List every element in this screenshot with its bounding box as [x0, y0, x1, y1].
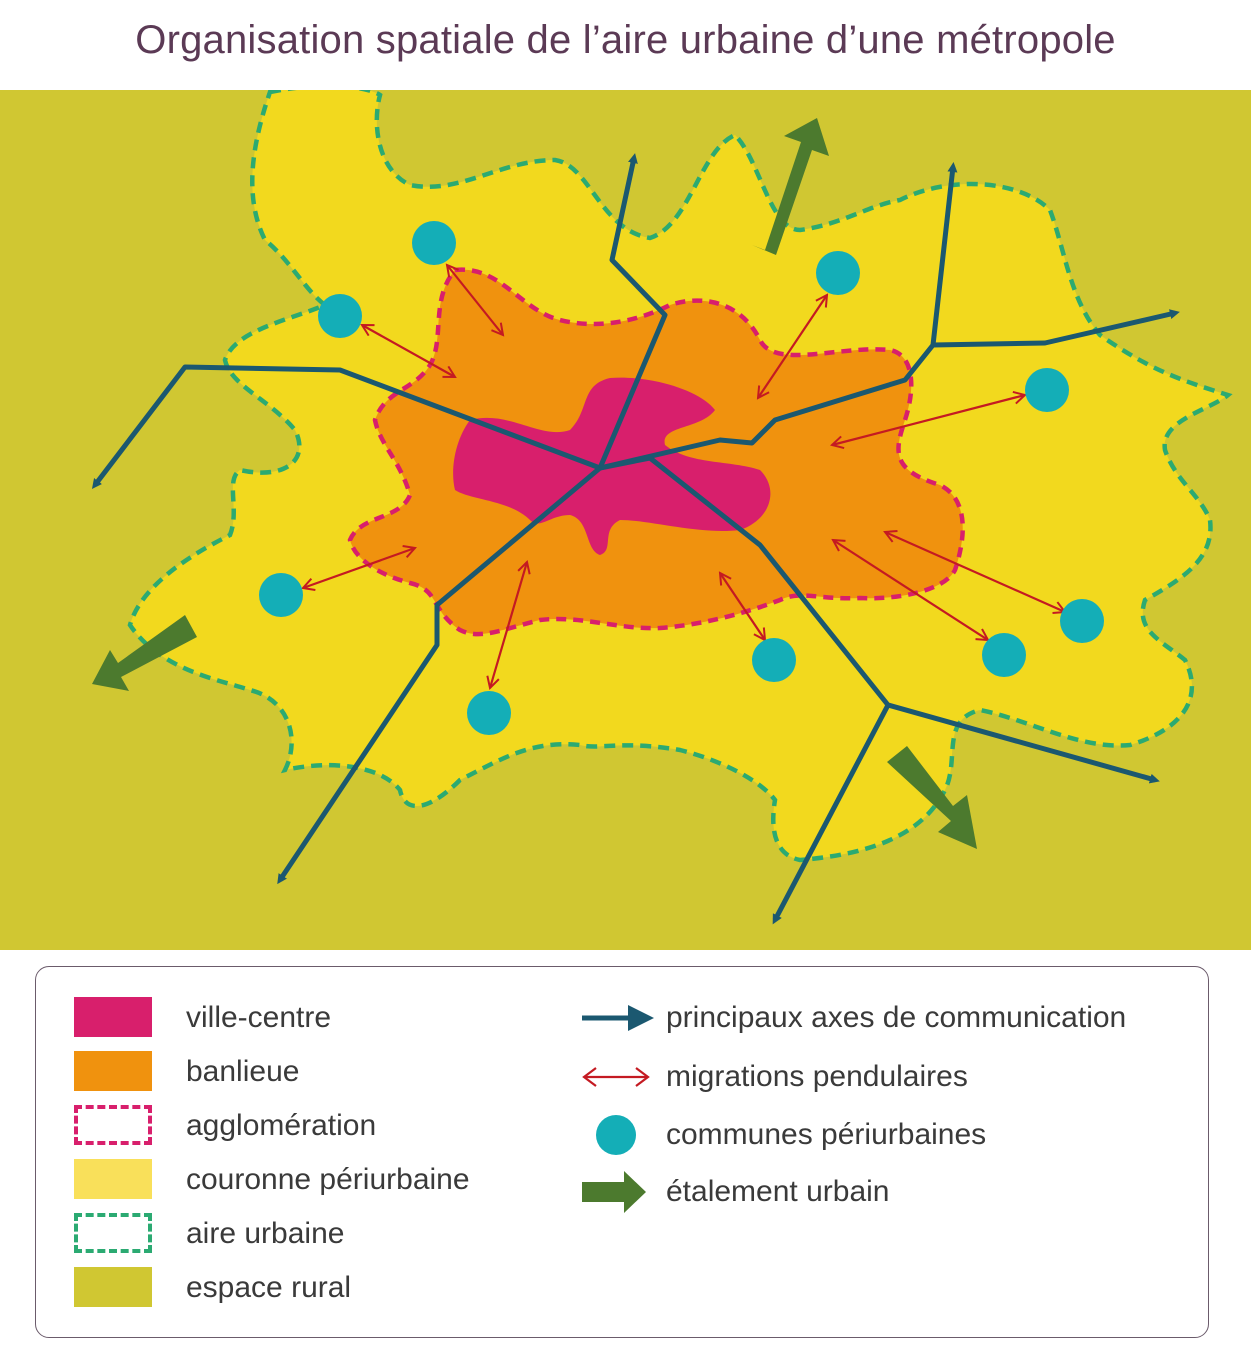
- legend-swatch-banlieue: [74, 1051, 154, 1093]
- migration-arrow: [832, 395, 1025, 445]
- legend-label-couronne: couronne périurbaine: [186, 1163, 470, 1196]
- migration-arrow: [720, 573, 765, 640]
- axis-road: [597, 153, 668, 469]
- page-title: Organisation spatiale de l’aire urbaine …: [135, 18, 1116, 62]
- migrations-pendulaires: [303, 265, 1065, 688]
- migration-arrow: [490, 562, 527, 688]
- legend-label-communes: communes périurbaines: [666, 1118, 987, 1151]
- axis-road: [599, 455, 1160, 784]
- legend-label-espace-rural: espace rural: [186, 1271, 352, 1304]
- etalement-arrow: [92, 615, 197, 691]
- legend-item-communes: communes périurbaines: [582, 1114, 986, 1156]
- double-arrow-icon: [582, 1067, 650, 1087]
- etalement-urbain-arrows: [92, 118, 977, 849]
- legend-label-etalement: étalement urbain: [666, 1175, 890, 1208]
- legend-swatch-espace-rural: [74, 1267, 154, 1309]
- legend-label-migrations: migrations pendulaires: [666, 1060, 968, 1093]
- legend-swatch-aire-urbaine: [74, 1213, 154, 1255]
- commune-dot: [1060, 599, 1104, 643]
- axes-communication: [91, 153, 1180, 925]
- commune-dot: [318, 294, 362, 338]
- communes-periurbaines: [259, 221, 1104, 735]
- legend-swatch-agglomeration: [74, 1105, 154, 1147]
- legend-item-banlieue: banlieue: [74, 1051, 299, 1093]
- migration-arrow: [303, 548, 415, 588]
- legend-item-espace-rural: espace rural: [74, 1267, 351, 1309]
- legend-swatch-ville-centre: [74, 997, 154, 1039]
- commune-dot: [752, 638, 796, 682]
- migration-arrow: [447, 265, 503, 335]
- legend-item-etalement: étalement urbain: [582, 1171, 889, 1213]
- legend-item-migrations: migrations pendulaires: [582, 1056, 968, 1098]
- legend-item-ville-centre: ville-centre: [74, 997, 331, 1039]
- axes-arrow-icon: [582, 1005, 654, 1031]
- commune-dot: [412, 221, 456, 265]
- etalement-arrow: [887, 746, 977, 849]
- migration-arrow: [758, 295, 827, 398]
- legend-label-axes: principaux axes de communication: [666, 1001, 1127, 1034]
- commune-dot: [467, 691, 511, 735]
- legend-item-agglomeration: agglomération: [74, 1105, 376, 1147]
- commune-dot: [1025, 368, 1069, 412]
- legend: ville-centre banlieue agglomération cour…: [35, 966, 1209, 1338]
- migration-arrow: [362, 325, 455, 377]
- axis-road: [932, 309, 1180, 348]
- axis-road: [277, 466, 602, 885]
- fat-arrow-icon: [582, 1171, 646, 1213]
- migration-arrow: [885, 532, 1065, 612]
- legend-item-axes: principaux axes de communication: [582, 997, 1126, 1039]
- commune-dot-icon: [596, 1115, 636, 1155]
- commune-dot: [816, 251, 860, 295]
- etalement-arrow: [752, 118, 829, 255]
- commune-dot: [259, 573, 303, 617]
- axis-road: [91, 364, 601, 489]
- legend-swatch-couronne: [74, 1159, 154, 1201]
- legend-label-ville-centre: ville-centre: [186, 1001, 332, 1034]
- axis-road: [772, 703, 891, 925]
- legend-item-aire-urbaine: aire urbaine: [74, 1213, 344, 1255]
- legend-item-couronne: couronne périurbaine: [74, 1159, 470, 1201]
- legend-label-aire-urbaine: aire urbaine: [186, 1217, 345, 1250]
- legend-label-banlieue: banlieue: [186, 1055, 300, 1088]
- commune-dot: [982, 633, 1026, 677]
- map: [0, 90, 1251, 950]
- legend-label-agglomeration: agglomération: [186, 1109, 377, 1142]
